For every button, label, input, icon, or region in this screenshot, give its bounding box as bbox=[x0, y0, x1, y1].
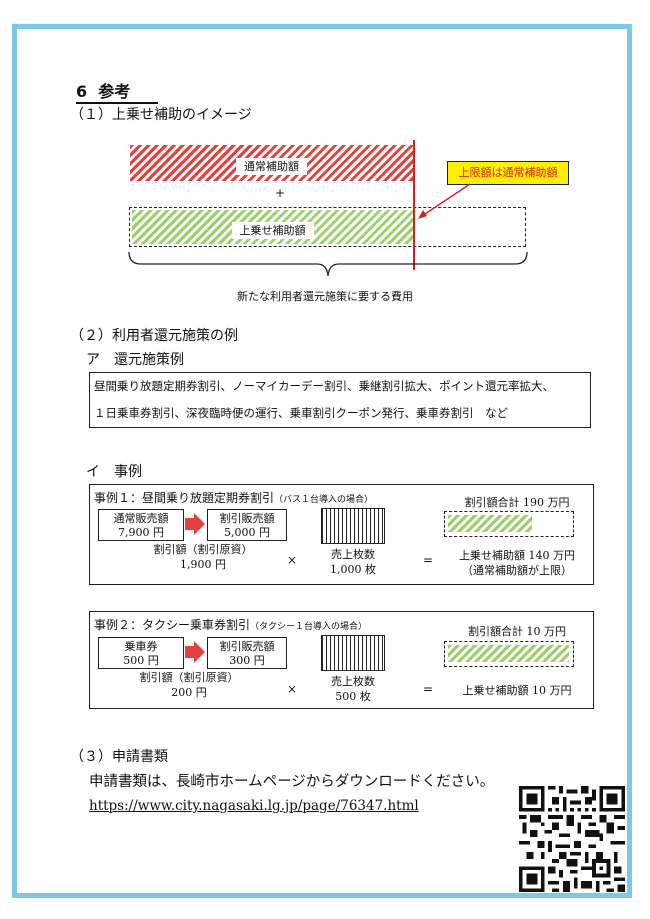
case-2-discount: 割引額（割引原資） 200 円 bbox=[114, 670, 264, 700]
case-2-tickets-icon bbox=[321, 635, 385, 671]
case-2-total-box bbox=[444, 641, 574, 667]
callout-arrow bbox=[418, 183, 471, 219]
s3-text: 申請書類は、長崎市ホームページからダウンロードください。 bbox=[89, 774, 495, 790]
case-2-title: 事例２：タクシー乗車券割引（タクシー１台導入の場合） bbox=[94, 616, 367, 633]
case-1-result: 上乗せ補助額 140 万円 （通常補助額が上限） bbox=[437, 548, 597, 578]
case-2-ticket-value: 500 円 bbox=[123, 654, 159, 667]
case-1-tickets-icon bbox=[321, 508, 385, 544]
case-1-discount-price-value: 5,000 円 bbox=[224, 526, 270, 539]
case-1-title-text: 事例１：昼間乗り放題定期券割引 bbox=[94, 491, 275, 505]
case-2-ticket-box: 乗車券 500 円 bbox=[98, 637, 184, 669]
case-2-title-text: 事例２：タクシー乗車券割引 bbox=[94, 618, 251, 632]
case-1-total: 割引額合計 190 万円 bbox=[464, 496, 570, 509]
case-2-discount-label: 割引額（割引原資） bbox=[139, 671, 239, 684]
examples-line-1: 昼間乗り放題定期券割引、ノーマイカーデー割引、乗継割引拡大、ポイント還元率拡大、 bbox=[94, 379, 554, 393]
case-2-equals: = bbox=[423, 682, 434, 696]
case-1-regular-price-label: 通常販売額 bbox=[113, 512, 169, 525]
case-1-regular-price-value: 7,900 円 bbox=[118, 526, 164, 539]
normal-subsidy-label: 通常補助額 bbox=[236, 158, 307, 175]
case-1-title: 事例１：昼間乗り放題定期券割引（バス１台導入の場合） bbox=[94, 489, 373, 506]
case-1-discount-price-box: 割引販売額 5,000 円 bbox=[207, 509, 287, 541]
case-2: 事例２：タクシー乗車券割引（タクシー１台導入の場合） 乗車券 500 円 割引販… bbox=[89, 611, 594, 709]
case-2-discount-price-value: 300 円 bbox=[229, 654, 265, 667]
case-1-result-line-2: （通常補助額が上限） bbox=[462, 564, 572, 577]
case-2-discount-price-label: 割引販売額 bbox=[219, 640, 275, 653]
case-1-discount-label: 割引額（割引原資） bbox=[153, 543, 253, 556]
case-1-subsidy-bar bbox=[448, 515, 532, 532]
section-title-text: 参考 bbox=[98, 82, 131, 101]
case-2-subsidy-bar bbox=[448, 645, 569, 662]
extra-subsidy-bar: 上乗せ補助額 bbox=[132, 210, 413, 244]
case-1-sales-value: 1,000 枚 bbox=[330, 563, 376, 576]
case-1-sales-label: 売上枚数 bbox=[331, 548, 375, 561]
plus-sign: + bbox=[275, 186, 286, 200]
brace-caption: 新たな利用者還元施策に要する費用 bbox=[237, 290, 413, 303]
case-2-discount-price-box: 割引販売額 300 円 bbox=[207, 637, 287, 669]
case-2-sales-value: 500 枚 bbox=[335, 690, 371, 703]
case-1-times: × bbox=[287, 553, 298, 567]
section-number: 6 bbox=[76, 82, 88, 101]
case-2-ticket-label: 乗車券 bbox=[124, 640, 158, 653]
case-2-result: 上乗せ補助額 10 万円 bbox=[462, 684, 572, 697]
case-1-discount-price-label: 割引販売額 bbox=[219, 512, 275, 525]
case-1-title-note: （バス１台導入の場合） bbox=[274, 495, 374, 505]
case-1-total-box bbox=[444, 511, 574, 537]
section-title: 6 参考 bbox=[76, 78, 159, 104]
limit-line bbox=[413, 140, 415, 270]
case-1-sales: 売上枚数 1,000 枚 bbox=[318, 547, 388, 577]
case-1-discount-value: 1,900 円 bbox=[180, 558, 226, 571]
case-1-regular-price-box: 通常販売額 7,900 円 bbox=[98, 509, 184, 541]
s2-a-heading: ア 還元施策例 bbox=[86, 352, 184, 368]
case-1: 事例１：昼間乗り放題定期券割引（バス１台導入の場合） 通常販売額 7,900 円… bbox=[89, 484, 594, 585]
examples-line-2: １日乗車券割引、深夜臨時便の運行、乗車割引クーポン発行、乗車券割引 など bbox=[94, 406, 508, 420]
case-1-arrow-body bbox=[185, 518, 195, 530]
limit-callout: 上限額は通常補助額 bbox=[447, 161, 569, 185]
s2-heading: （２）利用者還元施策の例 bbox=[70, 328, 238, 344]
s2-i-heading: イ 事例 bbox=[86, 464, 142, 480]
case-1-discount: 割引額（割引原資） 1,900 円 bbox=[128, 542, 278, 572]
s1-heading: （１）上乗せ補助のイメージ bbox=[70, 107, 252, 123]
case-1-equals: = bbox=[423, 553, 434, 567]
case-2-total: 割引額合計 10 万円 bbox=[468, 625, 566, 638]
case-2-sales: 売上枚数 500 枚 bbox=[318, 674, 388, 704]
brace bbox=[128, 251, 528, 277]
s3-heading: （３）申請書類 bbox=[70, 749, 168, 765]
case-1-result-line-1: 上乗せ補助額 140 万円 bbox=[459, 549, 575, 562]
extra-subsidy-label: 上乗せ補助額 bbox=[231, 222, 314, 239]
total-cost-box bbox=[129, 207, 526, 247]
case-1-arrow-head bbox=[194, 513, 205, 535]
case-2-title-note: （タクシー１台導入の場合） bbox=[250, 622, 368, 632]
normal-subsidy-bar: 通常補助額 bbox=[130, 145, 413, 181]
qr-code-image bbox=[519, 786, 625, 892]
page-frame bbox=[12, 24, 632, 898]
case-2-arrow-head bbox=[194, 641, 205, 663]
case-2-arrow-body bbox=[185, 646, 195, 658]
download-link[interactable]: https://www.city.nagasaki.lg.jp/page/763… bbox=[89, 798, 419, 814]
case-2-times: × bbox=[287, 682, 298, 696]
examples-box: 昼間乗り放題定期券割引、ノーマイカーデー割引、乗継割引拡大、ポイント還元率拡大、… bbox=[89, 372, 591, 428]
case-2-discount-value: 200 円 bbox=[171, 686, 207, 699]
case-2-sales-label: 売上枚数 bbox=[331, 675, 375, 688]
